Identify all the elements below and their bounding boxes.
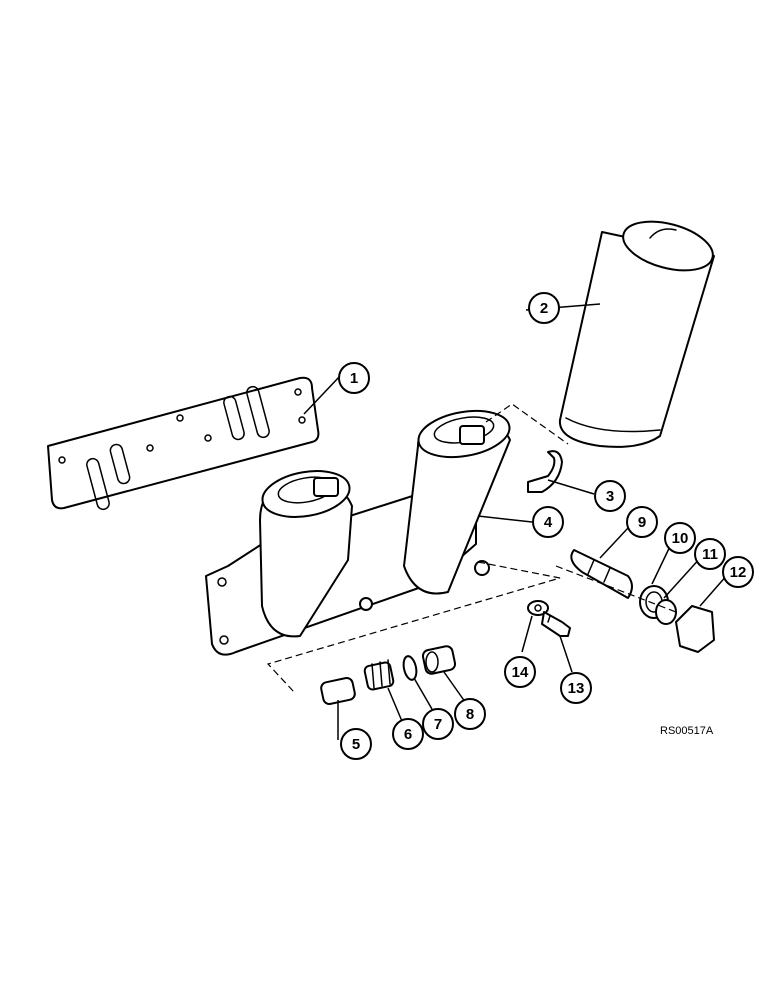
callout-label: 3 bbox=[606, 488, 614, 505]
elbow-part bbox=[527, 450, 563, 493]
callout-label: 5 bbox=[352, 736, 360, 753]
bolt-part-13 bbox=[541, 611, 571, 637]
callout-8: 8 bbox=[454, 698, 486, 730]
filter-head-part bbox=[205, 409, 511, 656]
callout-label: 9 bbox=[638, 514, 646, 531]
figure-reference-code: RS00517A bbox=[660, 725, 714, 737]
callout-label: 2 bbox=[540, 300, 548, 317]
callout-4: 4 bbox=[532, 506, 564, 538]
callout-7: 7 bbox=[422, 708, 454, 740]
callout-9: 9 bbox=[626, 506, 658, 538]
callout-label: 14 bbox=[512, 664, 529, 681]
callout-2: 2 bbox=[528, 292, 560, 324]
callout-6: 6 bbox=[392, 718, 424, 750]
valve-part-5 bbox=[320, 677, 356, 705]
plug-part-12 bbox=[675, 605, 715, 653]
filter-part bbox=[558, 220, 715, 448]
callout-14: 14 bbox=[504, 656, 536, 688]
callout-label: 10 bbox=[672, 530, 689, 547]
callout-10: 10 bbox=[664, 522, 696, 554]
callout-label: 12 bbox=[730, 564, 747, 581]
callout-1: 1 bbox=[338, 362, 370, 394]
callout-12: 12 bbox=[722, 556, 754, 588]
assembly-lines bbox=[266, 403, 677, 693]
valve-part-9 bbox=[570, 549, 633, 599]
o-ring-part-7 bbox=[402, 655, 418, 681]
washer-part-14 bbox=[527, 600, 549, 616]
callout-label: 4 bbox=[544, 514, 553, 531]
callout-label: 7 bbox=[434, 716, 442, 733]
callout-3: 3 bbox=[594, 480, 626, 512]
callout-label: 13 bbox=[568, 680, 585, 697]
plug-part-8 bbox=[421, 645, 457, 675]
spring-part-6 bbox=[363, 659, 395, 691]
callout-label: 11 bbox=[702, 546, 718, 563]
callout-label: 8 bbox=[466, 706, 474, 723]
callout-label: 1 bbox=[350, 370, 358, 387]
callout-11: 11 bbox=[694, 538, 726, 570]
o-ring-part-11 bbox=[655, 599, 677, 625]
callout-13: 13 bbox=[560, 672, 592, 704]
callout-5: 5 bbox=[340, 728, 372, 760]
callout-label: 6 bbox=[404, 726, 412, 743]
gasket-part bbox=[47, 376, 320, 511]
